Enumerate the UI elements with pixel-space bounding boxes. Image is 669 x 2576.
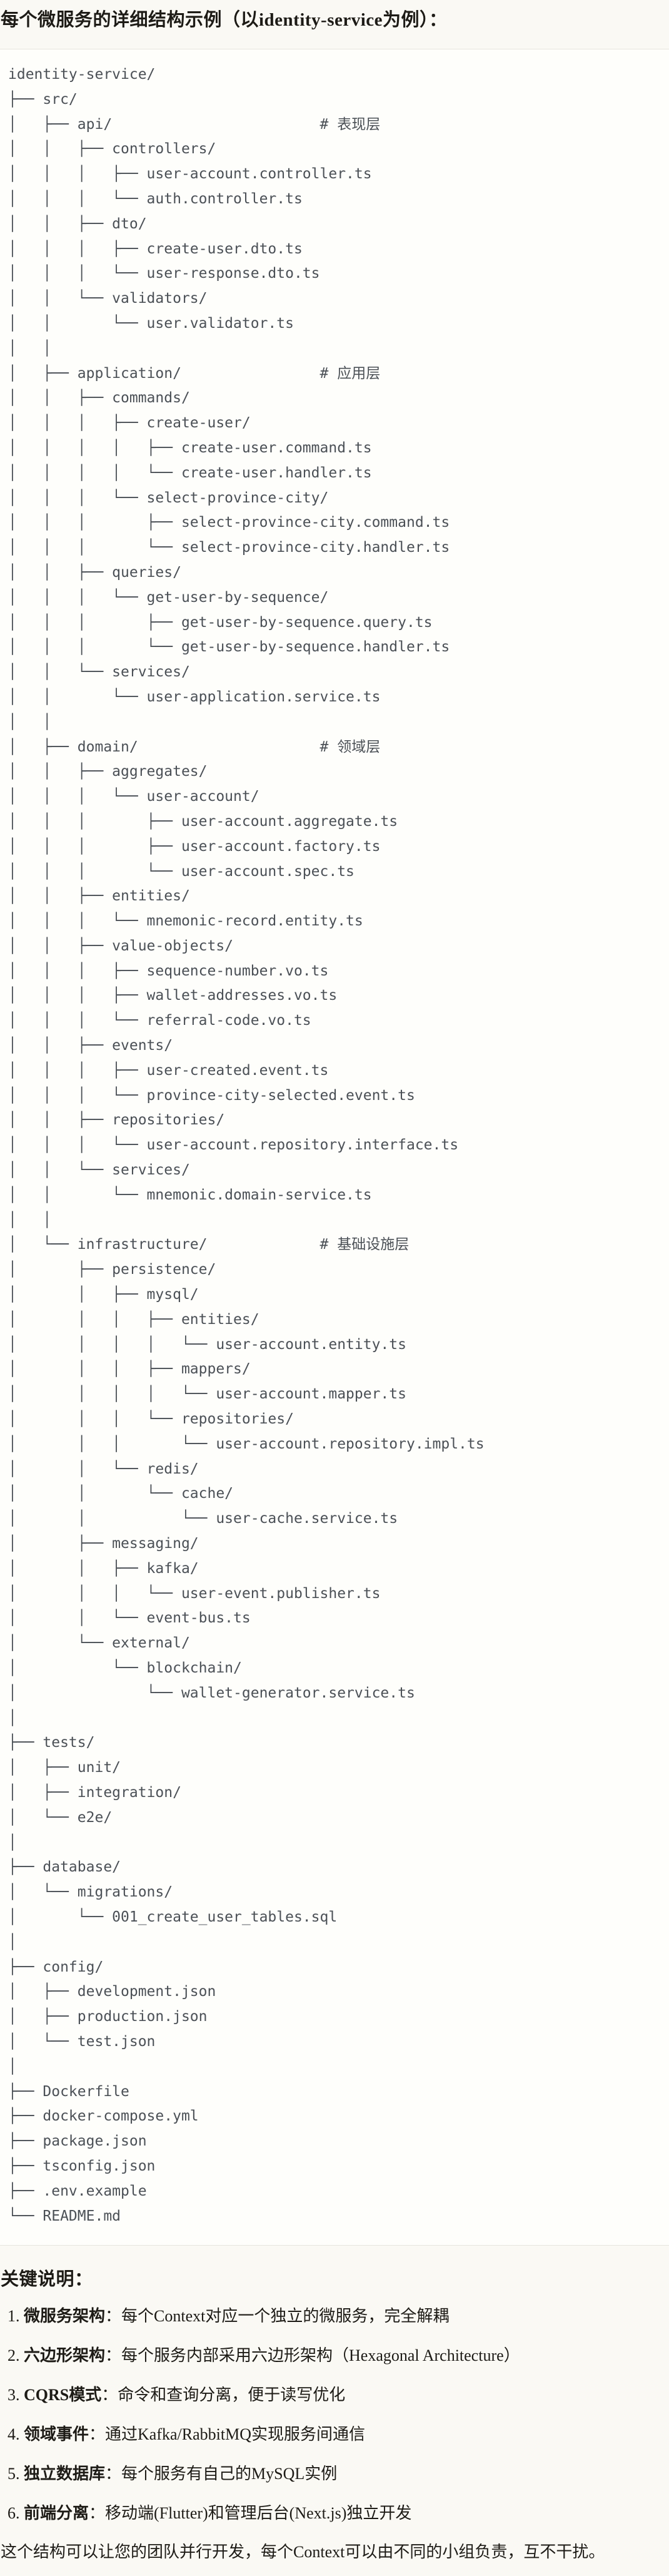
note-item: 六边形架构：每个服务内部采用六边形架构（Hexagonal Architectu… bbox=[24, 2343, 669, 2368]
note-desc: 移动端(Flutter)和管理后台(Next.js)独立开发 bbox=[105, 2504, 412, 2523]
note-colon: ： bbox=[105, 2346, 122, 2365]
note-term: 前端分离 bbox=[24, 2504, 89, 2523]
code-block: identity-service/ ├── src/ │ ├── api/ # … bbox=[0, 49, 669, 2246]
note-colon: ： bbox=[89, 2425, 106, 2444]
note-item: 领域事件：通过Kafka/RabbitMQ实现服务间通信 bbox=[24, 2421, 669, 2447]
note-item: 前端分离：移动端(Flutter)和管理后台(Next.js)独立开发 bbox=[24, 2500, 669, 2526]
note-item: 独立数据库：每个服务有自己的MySQL实例 bbox=[24, 2461, 669, 2487]
note-desc: 命令和查询分离，便于读写优化 bbox=[118, 2386, 346, 2405]
note-colon: ： bbox=[105, 2307, 122, 2326]
closing-paragraph: 这个结构可以让您的团队并行开发，每个Context可以由不同的小组负责，互不干扰… bbox=[1, 2543, 605, 2562]
note-term: CQRS模式 bbox=[24, 2386, 102, 2405]
note-term: 领域事件 bbox=[24, 2425, 89, 2444]
note-item: CQRS模式：命令和查询分离，便于读写优化 bbox=[24, 2382, 669, 2408]
note-colon: ： bbox=[101, 2386, 118, 2405]
note-item: 微服务架构：每个Context对应一个独立的微服务，完全解耦 bbox=[24, 2303, 669, 2329]
note-colon: ： bbox=[105, 2465, 122, 2483]
note-colon: ： bbox=[89, 2504, 106, 2523]
file-tree: identity-service/ ├── src/ │ ├── api/ # … bbox=[8, 66, 485, 2224]
note-desc: 通过Kafka/RabbitMQ实现服务间通信 bbox=[105, 2425, 365, 2444]
note-desc: 每个服务有自己的MySQL实例 bbox=[121, 2465, 338, 2483]
notes-list: 微服务架构：每个Context对应一个独立的微服务，完全解耦 六边形架构：每个服… bbox=[0, 2303, 669, 2526]
notes-heading: 关键说明： bbox=[1, 2269, 93, 2290]
note-desc: 每个服务内部采用六边形架构（Hexagonal Architecture） bbox=[121, 2346, 520, 2365]
note-term: 独立数据库 bbox=[24, 2465, 106, 2483]
note-term: 微服务架构 bbox=[24, 2307, 106, 2326]
note-desc: 每个Context对应一个独立的微服务，完全解耦 bbox=[121, 2307, 450, 2326]
note-term: 六边形架构 bbox=[24, 2346, 106, 2365]
page-title: 每个微服务的详细结构示例（以identity-service为例）： bbox=[1, 10, 448, 30]
